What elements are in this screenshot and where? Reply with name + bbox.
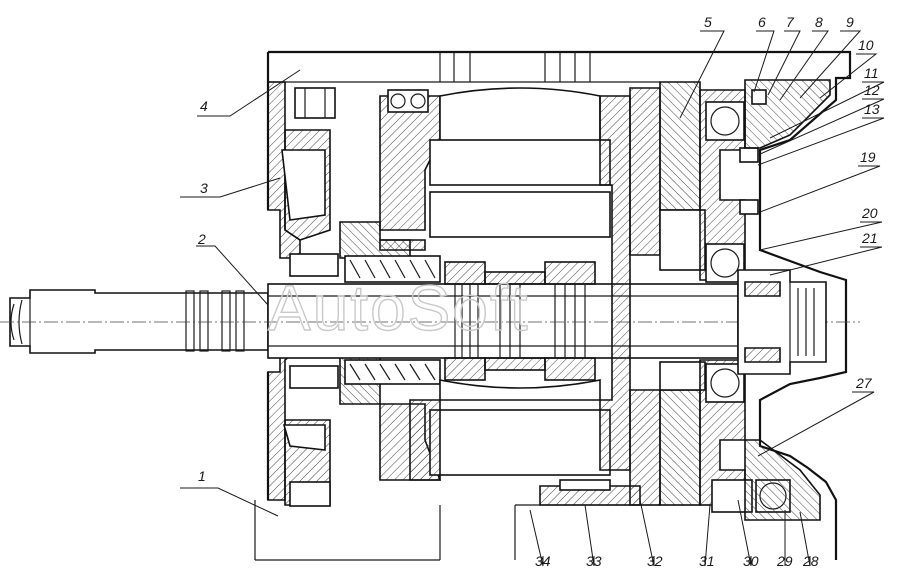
watermark: AutoSoft — [268, 272, 530, 344]
callout-9: 9 — [846, 14, 854, 30]
callout-1: 1 — [198, 468, 206, 484]
callout-3: 3 — [200, 180, 208, 196]
callout-12: 12 — [864, 82, 880, 98]
callout-21: 21 — [861, 230, 878, 246]
callout-19: 19 — [860, 149, 876, 165]
countershaft-gears — [379, 87, 631, 481]
callout-8: 8 — [815, 14, 823, 30]
callout-32: 32 — [647, 553, 663, 569]
callout-31: 31 — [699, 553, 715, 569]
callout-6: 6 — [758, 14, 766, 30]
left-wall — [267, 81, 331, 506]
callout-27: 27 — [855, 375, 873, 391]
callout-33: 33 — [586, 553, 602, 569]
callout-34: 34 — [535, 553, 551, 569]
callout-11: 11 — [864, 65, 879, 81]
main-shaft — [0, 261, 860, 381]
callout-28: 28 — [802, 553, 819, 569]
callout-5: 5 — [704, 14, 712, 30]
right-section — [539, 79, 831, 521]
callout-30: 30 — [743, 553, 759, 569]
leader-lines — [180, 30, 885, 567]
callout-29: 29 — [776, 553, 793, 569]
callout-4: 4 — [200, 98, 208, 114]
callout-labels: 1 2 3 4 5 6 7 8 9 10 11 12 13 19 20 21 2… — [197, 14, 880, 569]
callout-2: 2 — [197, 231, 206, 247]
callout-13: 13 — [864, 101, 880, 117]
callout-7: 7 — [786, 14, 795, 30]
callout-20: 20 — [861, 205, 878, 221]
callout-10: 10 — [858, 37, 874, 53]
left-bearings — [289, 87, 339, 507]
